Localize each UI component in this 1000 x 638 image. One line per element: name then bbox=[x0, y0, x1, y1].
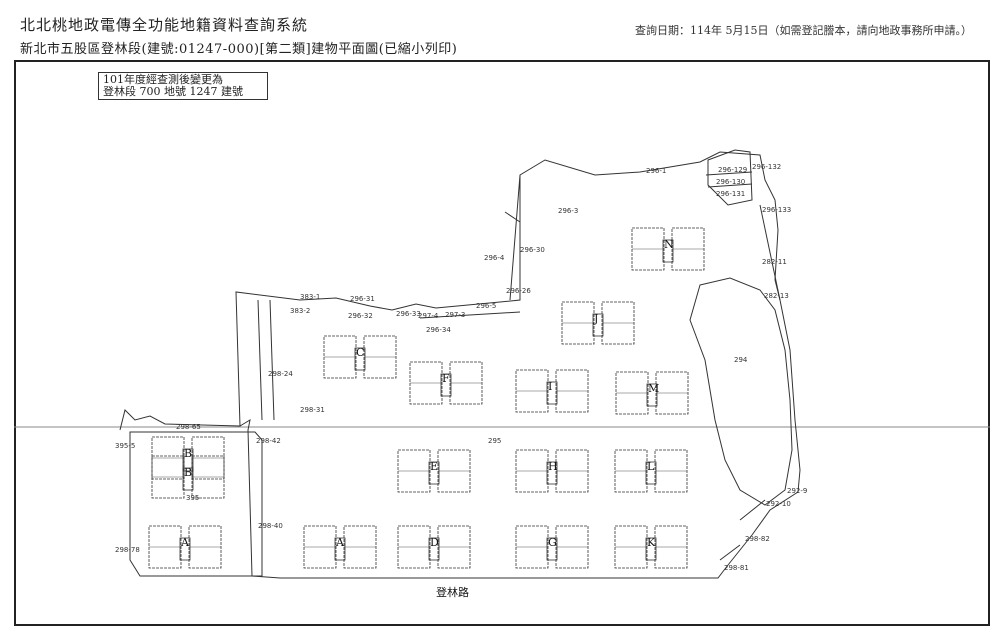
building-block-l: L bbox=[614, 449, 688, 493]
building-label: H bbox=[548, 460, 558, 473]
building-label: N bbox=[664, 238, 674, 251]
building-label: C bbox=[356, 346, 364, 359]
parcel-label: 297-4 bbox=[418, 312, 439, 320]
building-label: B bbox=[184, 447, 192, 460]
parcel-label: 296-30 bbox=[520, 246, 545, 254]
building-block-f: F bbox=[409, 361, 483, 405]
parcel-label: 282-11 bbox=[762, 258, 787, 266]
parcel-label: 294 bbox=[734, 356, 748, 364]
building-block-b: B bbox=[151, 436, 225, 480]
building-block-c: C bbox=[323, 335, 397, 379]
left-lot-boundary bbox=[129, 431, 263, 577]
building-label: L bbox=[647, 460, 655, 473]
parcel-divider bbox=[759, 204, 781, 301]
parcel-divider bbox=[509, 174, 521, 301]
building-label: K bbox=[647, 536, 656, 549]
parcel-label: 296-32 bbox=[348, 312, 373, 320]
parcel-label: 296-33 bbox=[396, 310, 421, 318]
parcel-label: 298-78 bbox=[115, 546, 140, 554]
building-block-i: I bbox=[515, 369, 589, 413]
building-block-j: J bbox=[561, 301, 635, 345]
parcel-divider bbox=[719, 544, 741, 561]
parcel-divider bbox=[739, 499, 766, 521]
parcel-label: 298-40 bbox=[258, 522, 283, 530]
building-block-h: H bbox=[515, 449, 589, 493]
parcel-label: 296-5 bbox=[476, 302, 496, 310]
parcel-label: 296-31 bbox=[350, 295, 375, 303]
change-note-line-2: 登林段 700 地號 1247 建號 bbox=[103, 85, 243, 98]
building-label: A bbox=[180, 536, 190, 549]
parcel-label: 292-9 bbox=[787, 487, 807, 495]
parcel-label: 395-5 bbox=[115, 442, 135, 450]
building-label: B bbox=[184, 466, 192, 479]
parcel-divider bbox=[504, 211, 521, 223]
parcel-label: 298-31 bbox=[300, 406, 325, 414]
parcel-296-129-boundary bbox=[707, 149, 753, 206]
building-block-k: K bbox=[614, 525, 688, 569]
parcel-label: 383-2 bbox=[290, 307, 310, 315]
building-label: F bbox=[442, 372, 450, 385]
parcel-label: 296-4 bbox=[484, 254, 505, 262]
building-label: M bbox=[648, 382, 659, 395]
parcel-label: 296-1 bbox=[646, 167, 666, 175]
building-label: I bbox=[548, 380, 552, 393]
parcel-label: 298-65 bbox=[176, 423, 201, 431]
building-block-a: A bbox=[303, 525, 377, 569]
parcel-label: 296-34 bbox=[426, 326, 451, 334]
parcel-divider bbox=[705, 171, 753, 176]
building-label: J bbox=[593, 312, 598, 325]
parcel-label: 296-132 bbox=[752, 163, 781, 171]
parcel-divider bbox=[269, 299, 275, 421]
parcel-294-boundary bbox=[689, 277, 793, 506]
building-label: E bbox=[430, 460, 438, 473]
road-label: 登林路 bbox=[436, 585, 469, 599]
parcel-label: 298-42 bbox=[256, 437, 281, 445]
building-block-e: E bbox=[397, 449, 471, 493]
parcel-divider bbox=[707, 183, 753, 188]
change-note-box: 101年度經查測後變更為 登林段 700 地號 1247 建號 bbox=[98, 72, 268, 100]
parcel-label: 296-3 bbox=[558, 207, 578, 215]
parcel-divider bbox=[419, 311, 521, 319]
parcel-label: 296-130 bbox=[716, 178, 745, 186]
parcel-label: 298-81 bbox=[724, 564, 749, 572]
building-block-m: M bbox=[615, 371, 689, 415]
building-block-d: D bbox=[397, 525, 471, 569]
query-date: 查詢日期：114年 5月15日（如需登記謄本，請向地政事務所申請。） bbox=[635, 24, 972, 37]
building-label: A bbox=[335, 536, 345, 549]
building-label: D bbox=[430, 536, 439, 549]
change-note-line-1: 101年度經查測後變更為 bbox=[103, 73, 223, 86]
plan-frame bbox=[14, 60, 990, 626]
building-block-b: B bbox=[151, 455, 225, 499]
site-boundary bbox=[119, 151, 801, 579]
document-subtitle: 新北市五股區登林段(建號:01247-000)[第二類]建物平面圖(已縮小列印) bbox=[20, 42, 458, 57]
parcel-label: 296-129 bbox=[718, 166, 747, 174]
building-block-a: A bbox=[148, 525, 222, 569]
parcel-label: 298-82 bbox=[745, 535, 770, 543]
parcel-label: 395 bbox=[186, 494, 199, 502]
parcel-label: 282-13 bbox=[764, 292, 789, 300]
system-title: 北北桃地政電傳全功能地籍資料查詢系統 bbox=[20, 16, 309, 34]
parcel-label: 297-3 bbox=[445, 311, 465, 319]
parcel-label: 383-1 bbox=[300, 293, 320, 301]
parcel-label: 295 bbox=[488, 437, 501, 445]
parcel-divider bbox=[257, 299, 263, 421]
building-label: G bbox=[548, 536, 557, 549]
building-block-g: G bbox=[515, 525, 589, 569]
parcel-label: 292-10 bbox=[766, 500, 791, 508]
parcel-label: 296-26 bbox=[506, 287, 531, 295]
building-block-n: N bbox=[631, 227, 705, 271]
parcel-label: 296-131 bbox=[716, 190, 745, 198]
parcel-label: 296-133 bbox=[762, 206, 791, 214]
parcel-label: 298-24 bbox=[268, 370, 293, 378]
